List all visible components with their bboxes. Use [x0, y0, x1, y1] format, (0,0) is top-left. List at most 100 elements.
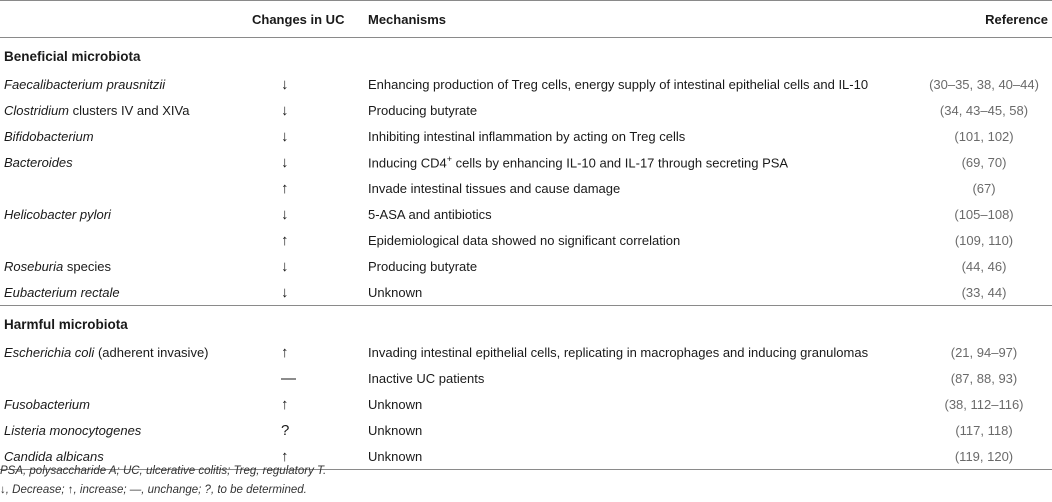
organism-cell: Fusobacterium [0, 391, 244, 417]
reference-cell: (119, 120) [916, 443, 1052, 470]
table-row: Helicobacter pylori ↓ 5-ASA and antibiotic… [0, 201, 1052, 227]
mechanism-cell: Producing butyrate [368, 102, 478, 118]
change-symbol: ↑ [281, 231, 289, 249]
table-row: Clostridium clusters IV and XIVa ↓ Produci… [0, 97, 1052, 123]
organism-cell: Helicobacter pylori [0, 201, 244, 227]
change-symbol: ↓ [281, 205, 289, 223]
table-row: Candida albicans↑Unknown(119, 120) [0, 443, 1052, 470]
table-row: Escherichia coli (adherent invasive) ↑ Inv… [0, 339, 1052, 365]
mechanism-cell: Unknown [368, 396, 423, 412]
organism-cell: Escherichia coli (adherent invasive) [0, 339, 244, 365]
organism-cell: Roseburia species [0, 253, 244, 279]
table-row: Bacteroides ↓ Inducing CD4+ cells by enhan… [0, 149, 1052, 175]
organism-name-italic: Listeria monocytogenes [4, 422, 142, 438]
header-row: Changes in UC Mechanisms Reference [0, 0, 1052, 38]
mechanism-cell: Producing butyrate [368, 258, 478, 274]
change-symbol: ↑ [281, 179, 289, 197]
section-title: Harmful microbiota [0, 305, 1052, 339]
organism-name-italic: Fusobacterium [4, 396, 90, 412]
mechanism-cell: Inhibiting intestinal inflammation by ac… [368, 128, 686, 144]
organism-cell [0, 175, 244, 201]
organism-cell: Listeria monocytogenes [0, 417, 244, 443]
header-mechanisms: Mechanisms [368, 0, 916, 38]
organism-name-italic: Roseburia [4, 258, 64, 274]
change-symbol: ↓ [281, 101, 289, 119]
reference-cell: (69, 70) [961, 154, 1007, 170]
reference-cell: (33, 44) [961, 284, 1007, 300]
mechanism-superscript: + [446, 153, 453, 164]
mechanism-cell: Unknown [368, 422, 423, 438]
section-title: Beneficial microbiota [4, 49, 141, 64]
organism-cell: Clostridium clusters IV and XIVa [0, 97, 244, 123]
organism-name-italic: Candida albicans [4, 448, 104, 464]
mechanism-cell: Inducing CD4+ cells by enhancing IL-10 a… [368, 149, 916, 175]
reference-cell: (87, 88, 93) [950, 370, 1018, 386]
organism-name-italic: Faecalibacterium prausnitzii [4, 76, 166, 92]
organism-cell [0, 365, 244, 391]
footnotes: PSA, polysaccharide A; UC, ulcerative co… [0, 462, 326, 500]
organism-name-italic: Bacteroides [4, 154, 73, 170]
organism-name-italic: Clostridium [4, 102, 70, 118]
section-row: Harmful microbiota [0, 305, 1052, 339]
mechanism-cell: Unknown [368, 443, 916, 470]
table-row: ↑ Epidemiological data showed no signific… [0, 227, 1052, 253]
organism-cell: Bifidobacterium [0, 123, 244, 149]
change-symbol: ↓ [281, 127, 289, 145]
table-row: — Inactive UC patients (87, 88, 93) [0, 365, 1052, 391]
organism-name-italic: Helicobacter pylori [4, 206, 111, 222]
reference-cell: (30–35, 38, 40–44) [929, 76, 1039, 92]
organism-cell [0, 227, 244, 253]
organism-cell: Eubacterium rectale [0, 279, 244, 306]
footnote-abbreviations: PSA, polysaccharide A; UC, ulcerative co… [0, 465, 327, 477]
mechanism-cell: 5-ASA and antibiotics [368, 206, 492, 222]
change-symbol: ↑ [281, 395, 289, 413]
organism-name-italic: Eubacterium rectale [4, 284, 120, 300]
section-row: Beneficial microbiota [0, 38, 1052, 72]
table-row: ↑ Invade intestinal tissues and cause dam… [0, 175, 1052, 201]
change-symbol: ↓ [281, 75, 289, 93]
table-row: Eubacterium rectale ↓ Unknown (33, 44) [0, 279, 1052, 306]
organism-name-rest: clusters IV and XIVa [69, 102, 190, 118]
mechanism-text: Inducing CD4 [368, 155, 447, 171]
header-organism [0, 0, 244, 38]
reference-cell: (105–108) [954, 206, 1014, 222]
reference-cell: (101, 102) [954, 128, 1014, 144]
change-symbol: — [281, 369, 296, 387]
table-row: Bifidobacterium ↓ Inhibiting intestinal in… [0, 123, 1052, 149]
table-row: Listeria monocytogenes? Unknown (117, 118) [0, 417, 1052, 443]
organism-cell: Bacteroides [0, 149, 244, 175]
organism-name-italic: Escherichia coli [4, 344, 95, 360]
header-changes: Changes in UC [244, 0, 368, 38]
reference-cell: (44, 46) [961, 258, 1007, 274]
mechanism-text: cells by enhancing IL-10 and IL-17 throu… [452, 155, 789, 171]
mechanism-cell: Unknown [368, 284, 423, 300]
change-symbol: ↓ [281, 257, 289, 275]
reference-cell: (34, 43–45, 58) [939, 102, 1029, 118]
change-symbol: ↓ [281, 153, 289, 171]
change-symbol: ↑ [281, 343, 289, 361]
mechanism-cell: Inactive UC patients [368, 370, 485, 386]
reference-cell: (38, 112–116) [944, 396, 1024, 412]
organism-name-rest: (adherent invasive) [94, 344, 209, 360]
table-row: Faecalibacterium prausnitzii ↓ Enhancing p… [0, 71, 1052, 97]
mechanism-cell: Invading intestinal epithelial cells, re… [368, 344, 869, 360]
microbiota-table: Changes in UC Mechanisms Reference Benef… [0, 0, 1052, 470]
organism-name-italic: Bifidobacterium [4, 128, 94, 144]
reference-cell: (67) [972, 180, 996, 196]
footnote-symbols: ↓, Decrease; ↑, increase; —, unchange; ?… [0, 484, 307, 496]
mechanism-cell: Invade intestinal tissues and cause dama… [368, 180, 621, 196]
table-row: Fusobacterium ↑ Unknown (38, 112–116) [0, 391, 1052, 417]
reference-cell: (21, 94–97) [950, 344, 1018, 360]
reference-cell: (117, 118) [955, 422, 1013, 438]
mechanism-cell: Epidemiological data showed no significa… [368, 232, 681, 248]
table-row: Roseburia species ↓ Producing butyrate (44,… [0, 253, 1052, 279]
change-symbol: ↓ [281, 283, 289, 301]
mechanism-cell: Enhancing production of Treg cells, ener… [368, 76, 869, 92]
change-symbol: ? [281, 421, 290, 439]
reference-cell: (109, 110) [954, 232, 1014, 248]
header-reference: Reference [916, 0, 1052, 38]
organism-name-rest: species [63, 258, 111, 274]
organism-cell: Candida albicans [0, 443, 244, 470]
